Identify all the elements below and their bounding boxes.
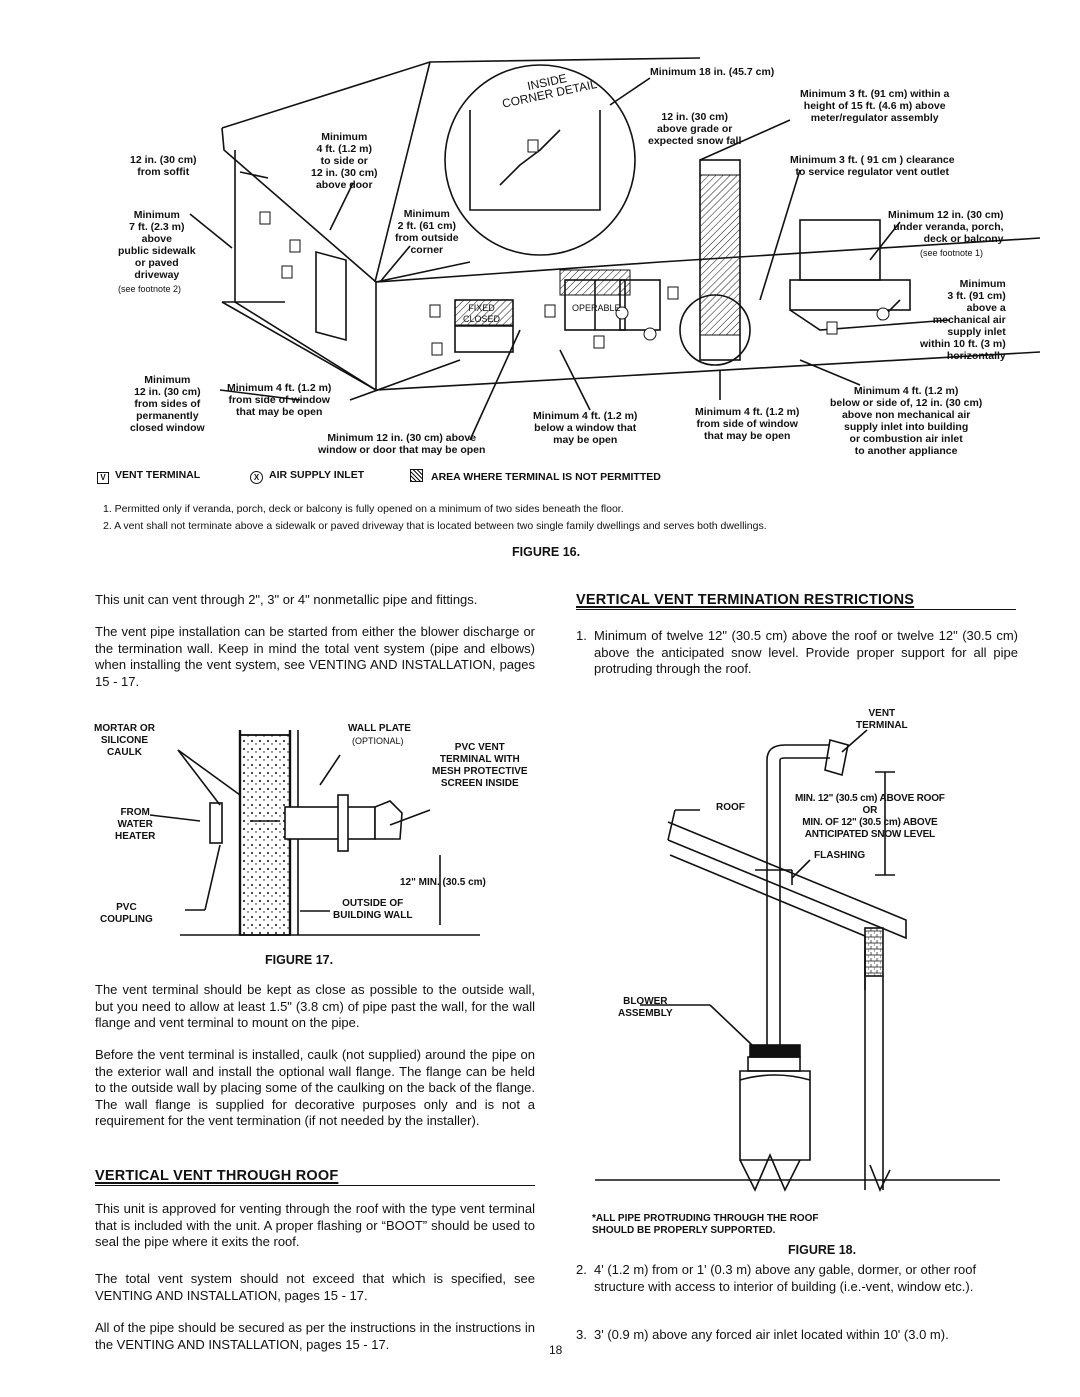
paragraph-5: This unit is approved for venting throug… bbox=[95, 1201, 535, 1249]
label-flashing: FLASHING bbox=[814, 850, 866, 861]
paragraph-1: This unit can vent through 2", 3" or 4" … bbox=[95, 592, 478, 607]
restriction-1: 1. Minimum of twelve 12" (30.5 cm) above… bbox=[576, 628, 1018, 676]
label-min3ft-meter: Minimum 3 ft. (91 cm) within a height of… bbox=[800, 88, 950, 124]
figure-18: VENT TERMINAL ROOF MIN. 12" (30.5 cm) AB… bbox=[580, 700, 1020, 1260]
label-closed-window: Minimum 12 in. (30 cm) from sides of per… bbox=[130, 374, 205, 434]
label-pvc-vent: PVC VENT TERMINAL WITH MESH PROTECTIVE S… bbox=[432, 742, 528, 789]
label-sidewalk: Minimum 7 ft. (2.3 m) above public sidew… bbox=[118, 209, 196, 281]
label-operable: OPERABLE bbox=[572, 303, 621, 313]
paragraph-6: The total vent system should not exceed … bbox=[95, 1271, 535, 1303]
vent-terminal-symbol: V bbox=[97, 472, 109, 484]
paragraph-2: The vent pipe installation can be starte… bbox=[95, 624, 535, 689]
heading-vertical-vent-roof: VERTICAL VENT THROUGH ROOF bbox=[95, 1168, 339, 1184]
label-blower: BLOWER ASSEMBLY bbox=[618, 996, 673, 1019]
label-side-window: Minimum 4 ft. (1.2 m) from side of windo… bbox=[227, 382, 332, 418]
label-support-note: *ALL PIPE PROTRUDING THROUGH THE ROOF SH… bbox=[592, 1213, 819, 1236]
house-diagram bbox=[189, 57, 1041, 441]
figure-16: INSIDE CORNER DETAIL Minimum 18 in. (45.… bbox=[0, 0, 1080, 560]
figure-17-caption: FIGURE 17. bbox=[265, 953, 334, 967]
label-below-window: Minimum 4 ft. (1.2 m) below a window tha… bbox=[533, 410, 638, 446]
label-optional: (OPTIONAL) bbox=[352, 736, 404, 746]
legend-not-permitted: AREA WHERE TERMINAL IS NOT PERMITTED bbox=[410, 469, 661, 483]
label-soffit: 12 in. (30 cm) from soffit bbox=[130, 154, 197, 178]
label-min3ft-regulator: Minimum 3 ft. ( 91 cm ) clearance to ser… bbox=[790, 154, 955, 178]
label-min18: Minimum 18 in. (45.7 cm) bbox=[650, 66, 775, 78]
restriction-2: 2. 4' (1.2 m) from or 1' (0.3 m) above a… bbox=[576, 1262, 977, 1294]
footnote-2: 2. A vent shall not terminate above a si… bbox=[103, 520, 767, 532]
hatch-icon bbox=[410, 469, 423, 482]
label-sidewalk-note: (see footnote 2) bbox=[118, 284, 182, 294]
label-outside-corner: Minimum 2 ft. (61 cm) from outside corne… bbox=[395, 208, 459, 256]
label-vent-terminal: VENT TERMINAL bbox=[856, 708, 908, 731]
label-pvc-coupling: PVC COUPLING bbox=[100, 902, 153, 925]
wall-vent-diagram bbox=[149, 730, 480, 936]
paragraph-3: The vent terminal should be kept as clos… bbox=[95, 982, 535, 1030]
footnote-1: 1. Permitted only if veranda, porch, dec… bbox=[103, 503, 624, 515]
restriction-3: 3. 3' (0.9 m) above any forced air inlet… bbox=[576, 1327, 949, 1342]
label-side-window-2: Minimum 4 ft. (1.2 m) from side of windo… bbox=[695, 406, 800, 442]
label-veranda: Minimum 12 in. (30 cm) under veranda, po… bbox=[888, 209, 1004, 245]
label-fixed-closed: FIXED CLOSED bbox=[463, 303, 501, 324]
label-mech-air: Minimum 3 ft. (91 cm) above a mechanical… bbox=[920, 278, 1006, 362]
label-outside-wall: OUTSIDE OF BUILDING WALL bbox=[333, 898, 413, 921]
heading-rule-right bbox=[576, 609, 1016, 610]
label-door: Minimum 4 ft. (1.2 m) to side or 12 in. … bbox=[311, 131, 378, 191]
label-min-above-roof: MIN. 12" (30.5 cm) ABOVE ROOF OR MIN. OF… bbox=[795, 793, 945, 840]
label-roof: ROOF bbox=[716, 802, 745, 813]
label-non-mech: Minimum 4 ft. (1.2 m) below or side of, … bbox=[830, 385, 983, 457]
label-above-grade: 12 in. (30 cm) above grade or expected s… bbox=[648, 111, 742, 147]
paragraph-7: All of the pipe should be secured as per… bbox=[95, 1320, 535, 1352]
heading-termination-restrictions: VERTICAL VENT TERMINATION RESTRICTIONS bbox=[576, 592, 915, 608]
figure-18-caption: FIGURE 18. bbox=[788, 1243, 857, 1257]
label-mortar: MORTAR OR SILICONE CAULK bbox=[94, 723, 155, 758]
figure-16-caption: FIGURE 16. bbox=[512, 545, 581, 559]
label-veranda-note: (see footnote 1) bbox=[920, 248, 984, 258]
label-wall-plate: WALL PLATE bbox=[348, 723, 411, 734]
heading-rule-left bbox=[95, 1185, 535, 1186]
label-from-heater: FROM WATER HEATER bbox=[115, 807, 156, 842]
page-number: 18 bbox=[549, 1343, 563, 1357]
air-inlet-symbol: X bbox=[250, 471, 263, 484]
label-above-window: Minimum 12 in. (30 cm) above window or d… bbox=[318, 432, 486, 456]
paragraph-4: Before the vent terminal is installed, c… bbox=[95, 1047, 535, 1128]
figure-17: MORTAR OR SILICONE CAULK FROM WATER HEAT… bbox=[90, 715, 540, 975]
label-min12: 12" MIN. (30.5 cm) bbox=[400, 877, 486, 888]
roof-vent-diagram bbox=[595, 729, 1000, 1192]
